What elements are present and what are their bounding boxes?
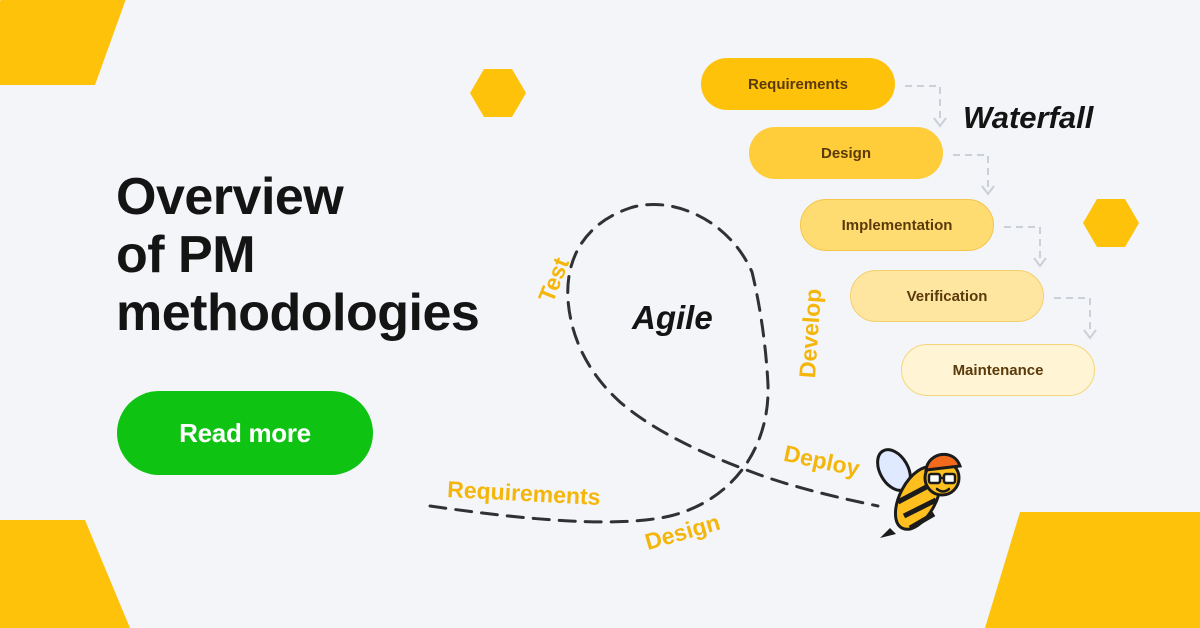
waterfall-step-requirements: Requirements <box>701 58 895 110</box>
waterfall-connectors <box>905 85 1091 332</box>
agile-label: Agile <box>632 299 713 336</box>
corner-hexagon-bottom-right <box>985 512 1200 628</box>
step-label: Requirements <box>747 75 849 93</box>
title-line: of PM <box>116 226 256 284</box>
bee-mascot-illustration <box>876 448 963 538</box>
page-title: Overview of PM methodologies <box>116 168 480 342</box>
waterfall-step-verification: Verification <box>850 270 1044 322</box>
step-label: Implementation <box>841 216 953 234</box>
step-label: Maintenance <box>952 361 1044 379</box>
title-line: Overview <box>116 168 344 226</box>
waterfall-step-implementation: Implementation <box>800 199 994 251</box>
waterfall-step-maintenance: Maintenance <box>901 344 1095 396</box>
waterfall-label: Waterfall <box>963 100 1094 135</box>
corner-hexagon-bottom-left <box>0 520 130 628</box>
hexagon-icon <box>1083 199 1139 247</box>
hexagon-icon <box>470 69 526 117</box>
waterfall-arrowheads <box>933 117 1097 340</box>
corner-hexagon-top-left <box>0 0 126 85</box>
waterfall-step-design: Design <box>749 127 943 179</box>
step-label: Verification <box>906 287 988 305</box>
title-line: methodologies <box>116 284 480 342</box>
agile-cycle-path <box>428 203 880 524</box>
read-more-button[interactable]: Read more <box>117 391 373 475</box>
step-label: Design <box>820 144 871 162</box>
